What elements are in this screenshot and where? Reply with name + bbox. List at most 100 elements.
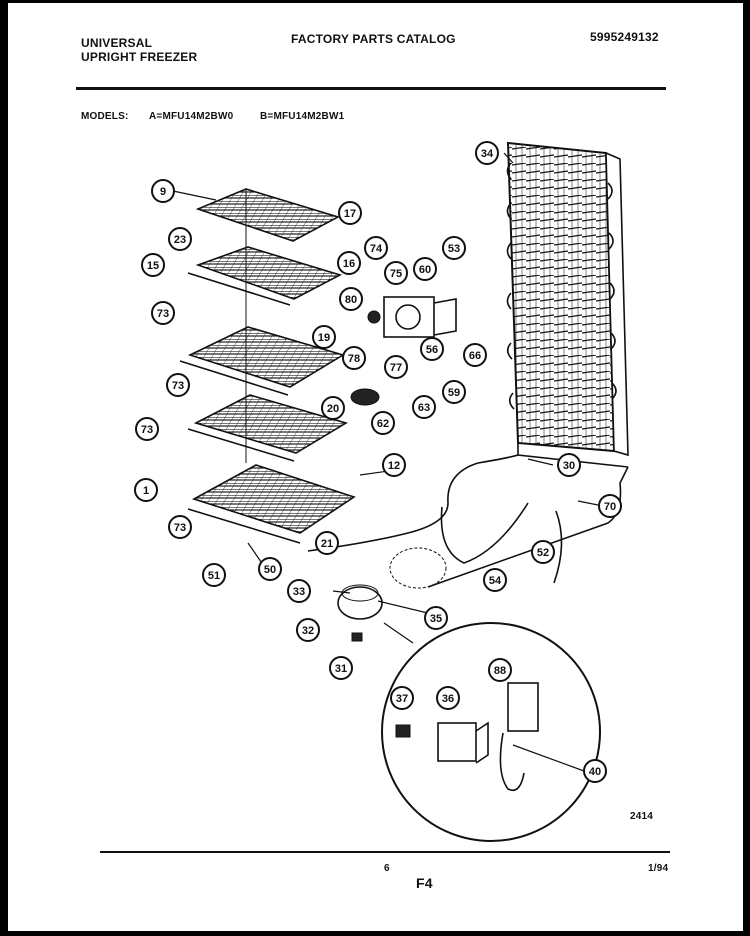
callout: 60 — [413, 257, 437, 281]
callout: 70 — [598, 494, 622, 518]
callout: 54 — [483, 568, 507, 592]
shelf-racks — [179, 188, 356, 544]
callout-label: 12 — [388, 460, 400, 472]
callout: 59 — [442, 380, 466, 404]
callout-label: 21 — [321, 538, 333, 550]
callout-label: 37 — [396, 693, 408, 705]
callout: 36 — [436, 686, 460, 710]
callout-label: 74 — [370, 243, 383, 255]
callout: 73 — [135, 417, 159, 441]
callout-label: 30 — [563, 460, 575, 472]
callout: 53 — [442, 236, 466, 260]
callout: 80 — [339, 287, 363, 311]
callout: 35 — [424, 606, 448, 630]
callout: 30 — [557, 453, 581, 477]
callout: 56 — [420, 337, 444, 361]
parts-catalog-page: UNIVERSAL UPRIGHT FREEZER FACTORY PARTS … — [8, 3, 743, 931]
callout-label: 19 — [318, 332, 330, 344]
callout: 50 — [258, 557, 282, 581]
callout-label: 88 — [494, 665, 506, 677]
callout-leaders — [172, 152, 599, 772]
callout: 66 — [463, 343, 487, 367]
callout-label: 16 — [343, 258, 355, 270]
brand-line-1: UNIVERSAL — [81, 36, 153, 50]
callout-label: 52 — [537, 547, 549, 559]
callout-label: 31 — [335, 663, 347, 675]
callout-label: 60 — [419, 264, 431, 276]
model-a: A=MFU14M2BW0 — [149, 111, 234, 122]
callout-label: 20 — [327, 403, 339, 415]
callout-label: 78 — [348, 353, 360, 365]
callout-label: 54 — [489, 575, 502, 587]
callout: 17 — [338, 201, 362, 225]
callout: 88 — [488, 658, 512, 682]
brand-line-2: UPRIGHT FREEZER — [81, 50, 198, 64]
footer-rule — [100, 851, 670, 853]
callout-label: 73 — [172, 380, 184, 392]
model-b: B=MFU14M2BW1 — [260, 111, 345, 122]
callout-label: 23 — [174, 234, 186, 246]
section-code: F4 — [416, 875, 433, 891]
callout: 73 — [168, 515, 192, 539]
callout: 23 — [168, 227, 192, 251]
callout-label: 53 — [448, 243, 460, 255]
callout: 77 — [384, 355, 408, 379]
callout: 31 — [329, 656, 353, 680]
callout: 33 — [287, 579, 311, 603]
callout: 73 — [166, 373, 190, 397]
callout: 1 — [134, 478, 158, 502]
callout: 19 — [312, 325, 336, 349]
catalog-number: 5995249132 — [590, 30, 659, 44]
callout-label: 59 — [448, 387, 460, 399]
figure-id: 2414 — [630, 811, 654, 822]
models-label: MODELS: — [81, 111, 129, 122]
callout-label: 75 — [390, 268, 402, 280]
callout-label: 40 — [589, 766, 601, 778]
callout-label: 36 — [442, 693, 454, 705]
callout: 16 — [337, 251, 361, 275]
callout: 51 — [202, 563, 226, 587]
header-rule — [76, 87, 666, 90]
callout: 52 — [531, 540, 555, 564]
catalog-title: FACTORY PARTS CATALOG — [291, 32, 456, 46]
compressor — [337, 547, 447, 642]
callout: 62 — [371, 411, 395, 435]
callout-label: 56 — [426, 344, 438, 356]
detail-circle — [381, 622, 601, 842]
callout-label: 80 — [345, 294, 357, 306]
callout-labels: 9 23 15 17 16 73 74 75 60 53 80 19 78 77… — [134, 141, 622, 783]
fan-motor-assembly — [350, 296, 457, 406]
exploded-parts-diagram: 9 23 15 17 16 73 74 75 60 53 80 19 78 77… — [134, 141, 629, 842]
callout: 9 — [151, 179, 175, 203]
callout-label: 34 — [481, 148, 494, 160]
callout: 37 — [390, 686, 414, 710]
callout: 34 — [475, 141, 499, 165]
callout-label: 73 — [141, 424, 153, 436]
callout-label: 1 — [143, 485, 149, 497]
callout-label: 62 — [377, 418, 389, 430]
callout: 74 — [364, 236, 388, 260]
callout-label: 77 — [390, 362, 402, 374]
condenser-coil-panel — [506, 141, 629, 468]
callout-label: 73 — [157, 308, 169, 320]
callout-label: 35 — [430, 613, 442, 625]
callout: 40 — [583, 759, 607, 783]
callout: 32 — [296, 618, 320, 642]
callout-label: 66 — [469, 350, 481, 362]
revision-date: 1/94 — [648, 863, 669, 874]
callout-label: 50 — [264, 564, 276, 576]
callout-label: 17 — [344, 208, 356, 220]
callout: 15 — [141, 253, 165, 277]
callout: 75 — [384, 261, 408, 285]
callout-label: 63 — [418, 402, 430, 414]
callout: 20 — [321, 396, 345, 420]
refrigerant-tubing — [307, 454, 629, 588]
callout-label: 32 — [302, 625, 314, 637]
callout: 12 — [382, 453, 406, 477]
callout-label: 33 — [293, 586, 305, 598]
callout-label: 73 — [174, 522, 186, 534]
callout: 21 — [315, 531, 339, 555]
callout-label: 51 — [208, 570, 220, 582]
callout: 78 — [342, 346, 366, 370]
callout-label: 9 — [160, 186, 166, 198]
